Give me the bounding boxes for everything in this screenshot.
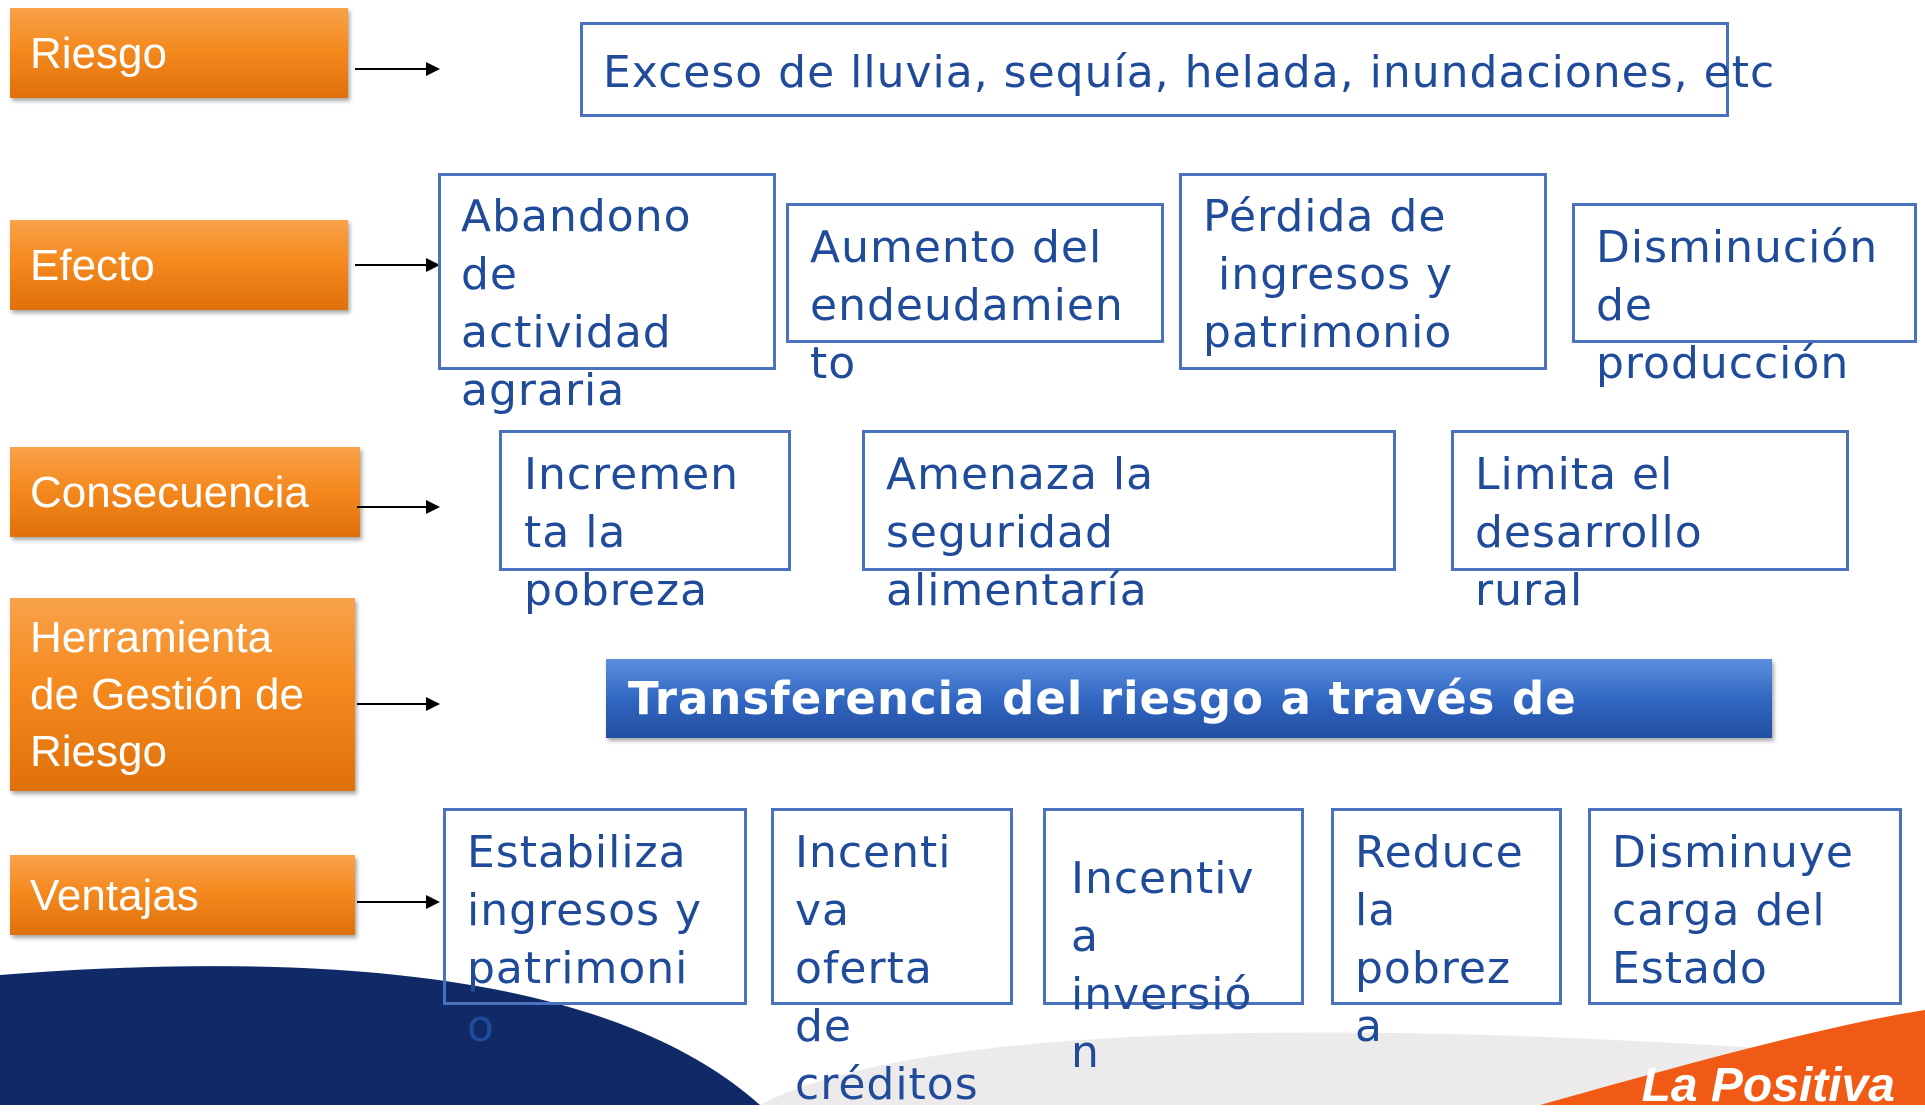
ventaja-1-line-1: Estabiliza [467,827,687,878]
ventaja-box-1 [443,808,747,1005]
ventaja-1-line-4: o [467,1001,495,1052]
efecto-box-4 [1572,203,1917,343]
efecto-4-line-3: producción [1596,338,1850,389]
arrow-consecuencia [357,500,440,514]
efecto-1-line-2: de [461,249,518,300]
ventaja-box-4 [1331,808,1562,1005]
consecuencia-2-line-1: Amenaza la [886,449,1155,500]
ventaja-2-line-2: va [795,885,851,936]
consecuencia-1-line-3: pobreza [524,565,709,616]
arrow-riesgo [355,62,440,76]
efecto-text-1: Abandono de actividad agraria [461,188,692,420]
consecuencia-3-line-1: Limita el [1475,449,1674,500]
efecto-text-4: Disminución de producción [1596,219,1878,393]
efecto-text-3: Pérdida de ingresos y patrimonio [1203,188,1453,362]
ventaja-3-line-3: inversió [1071,969,1253,1020]
ventaja-2-line-5: créditos [795,1059,979,1110]
ventaja-2-line-3: oferta [795,943,933,994]
efecto-4-line-1: Disminución [1596,222,1879,273]
efecto-2-line-3: to [810,338,857,389]
label-efecto: Efecto [10,220,348,310]
ventaja-1-line-2: ingresos y [467,885,703,936]
efecto-2-line-2: endeudamien [810,280,1124,331]
arrow-efecto [355,258,440,272]
ventaja-4-line-3: pobrez [1355,943,1512,994]
consecuencia-2-line-2: seguridad [886,507,1114,558]
efecto-3-line-1: Pérdida de [1203,191,1447,242]
la-positiva-logo: La Positiva [1641,1059,1895,1112]
ventaja-box-3 [1043,808,1304,1005]
consecuencia-box-1 [499,430,791,571]
ventaja-3-line-2: a [1071,911,1099,962]
label-riesgo-text: Riesgo [30,28,167,78]
label-consecuencia: Consecuencia [10,447,360,537]
efecto-2-line-1: Aumento del [810,222,1103,273]
label-ventajas: Ventajas [10,855,355,935]
label-herramienta-line-2: de Gestión de [30,670,304,719]
consecuencia-text-2: Amenaza la seguridad alimentaría [886,446,1154,620]
consecuencia-3-line-3: rural [1475,565,1584,616]
ventaja-5-line-3: Estado [1612,943,1768,994]
efecto-4-line-2: de [1596,280,1653,331]
arrow-herramienta [357,697,440,711]
efecto-box-2 [786,203,1164,343]
ventaja-1-line-3: patrimoni [467,943,689,994]
ventaja-box-2 [771,808,1013,1005]
consecuencia-3-line-2: desarrollo [1475,507,1703,558]
footer-swoosh [0,966,1925,1105]
consecuencia-2-line-3: alimentaría [886,565,1148,616]
label-consecuencia-text: Consecuencia [30,467,309,517]
ventaja-3-line-4: n [1071,1027,1100,1078]
label-herramienta-line-3: Riesgo [30,727,167,776]
ventaja-text-4: Reduce la pobrez a [1355,824,1524,1056]
consecuencia-text-3: Limita el desarrollo rural [1475,446,1703,620]
footer-orange-wave [1540,1010,1925,1105]
ventaja-5-line-1: Disminuye [1612,827,1854,878]
riesgo-text: Exceso de lluvia, sequía, helada, inunda… [603,47,1776,98]
consecuencia-box-3 [1451,430,1849,571]
ventaja-box-5 [1588,808,1902,1005]
efecto-box-1 [438,173,776,370]
ventaja-text-3: Incentiv a inversió n [1071,850,1255,1082]
efecto-1-line-1: Abandono [461,191,692,242]
ventaja-text-5: Disminuye carga del Estado [1612,824,1854,998]
label-herramienta-line-1: Herramienta [30,613,273,662]
ventaja-2-line-4: de [795,1001,852,1052]
riesgo-box [580,22,1729,117]
ventaja-4-line-2: la [1355,885,1397,936]
ventaja-4-line-4: a [1355,1001,1383,1052]
ventaja-5-line-2: carga del [1612,885,1826,936]
efecto-3-line-2: ingresos y [1203,249,1454,300]
footer-navy-wave [0,966,760,1105]
consecuencia-1-line-2: ta la [524,507,627,558]
ventaja-text-1: Estabiliza ingresos y patrimoni o [467,824,702,1056]
consecuencia-text-1: Incremen ta la pobreza [524,446,739,620]
ventaja-text-2: Incenti va oferta de créditos [795,824,979,1114]
consecuencia-box-2 [862,430,1396,571]
ventaja-4-line-1: Reduce [1355,827,1524,878]
ventaja-3-line-1: Incentiv [1071,853,1255,904]
efecto-box-3 [1179,173,1547,370]
label-efecto-text: Efecto [30,240,155,290]
efecto-3-line-3: patrimonio [1203,307,1453,358]
label-herramienta: Herramienta de Gestión de Riesgo [10,598,355,791]
label-riesgo: Riesgo [10,8,348,98]
arrow-ventajas [357,895,440,909]
label-ventajas-text: Ventajas [30,870,199,920]
ventaja-2-line-1: Incenti [795,827,952,878]
transferencia-bar: Transferencia del riesgo a través de [606,659,1772,738]
efecto-text-2: Aumento del endeudamien to [810,219,1124,393]
efecto-1-line-4: agraria [461,365,626,416]
efecto-1-line-3: actividad [461,307,672,358]
consecuencia-1-line-1: Incremen [524,449,740,500]
